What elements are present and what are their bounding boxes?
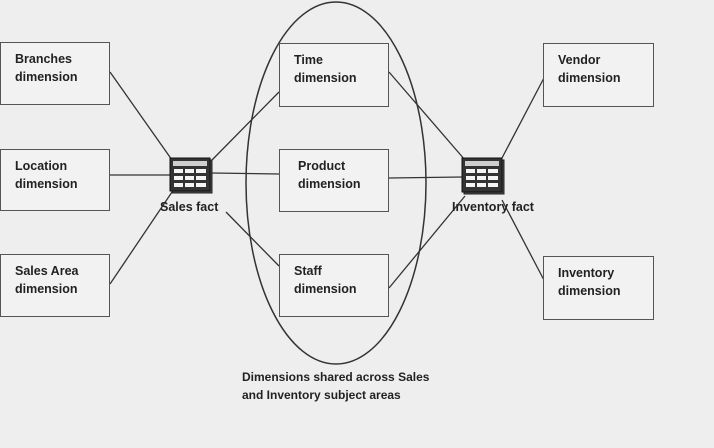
vendor-dimension-line2: dimension: [558, 71, 621, 85]
connector-time-inventory: [388, 71, 466, 161]
inventory-dimension-line1: Inventory: [558, 266, 615, 280]
time-dimension-line2: dimension: [294, 71, 357, 85]
time-dimension-box: Time dimension: [279, 43, 389, 107]
connector-sales-staff: [225, 211, 280, 267]
connector-sales-product: [211, 172, 280, 175]
sales-area-dimension-line1: Sales Area: [15, 264, 79, 278]
connector-inventory-vendor: [501, 75, 546, 159]
branches-dimension-box: Branches dimension: [0, 42, 110, 105]
sales-area-dimension-box: Sales Area dimension: [0, 254, 110, 317]
connector-salesarea-sales: [109, 191, 173, 285]
shared-dimensions-caption: Dimensions shared across Sales and Inven…: [242, 368, 429, 404]
inventory-fact-label: Inventory fact: [452, 200, 534, 214]
sales-fact-label: Sales fact: [160, 200, 219, 214]
staff-dimension-line2: dimension: [294, 282, 357, 296]
caption-line1: Dimensions shared across Sales: [242, 370, 430, 384]
connector-product-inventory: [388, 176, 463, 179]
product-dimension-line1: Product: [298, 159, 346, 173]
inventory-dimension-line2: dimension: [558, 284, 621, 298]
sales-fact-connectors: [109, 71, 280, 285]
inventory-fact-connectors: [388, 71, 546, 289]
sales-area-dimension-line2: dimension: [15, 282, 78, 296]
time-dimension-line1: Time: [294, 53, 323, 67]
connector-staff-inventory: [388, 195, 466, 289]
location-dimension-line1: Location: [15, 159, 68, 173]
caption-line2: and Inventory subject areas: [242, 388, 401, 402]
product-dimension-line2: dimension: [298, 177, 361, 191]
branches-dimension-line1: Branches: [15, 52, 72, 66]
staff-dimension-line1: Staff: [294, 264, 322, 278]
inventory-fact-table-icon: [461, 157, 505, 195]
inventory-dimension-box: Inventory dimension: [543, 256, 654, 320]
connector-branches-sales: [109, 71, 173, 161]
connector-inventory-inventorydim: [501, 199, 546, 283]
location-dimension-box: Location dimension: [0, 149, 110, 211]
branches-dimension-line2: dimension: [15, 70, 78, 84]
shared-dimensions-ellipse: [245, 1, 427, 365]
vendor-dimension-line1: Vendor: [558, 53, 601, 67]
product-dimension-box: Product dimension: [279, 149, 389, 212]
staff-dimension-box: Staff dimension: [279, 254, 389, 317]
location-dimension-line2: dimension: [15, 177, 78, 191]
connector-sales-time: [211, 91, 280, 161]
vendor-dimension-box: Vendor dimension: [543, 43, 654, 107]
sales-fact-table-icon: [169, 157, 213, 194]
